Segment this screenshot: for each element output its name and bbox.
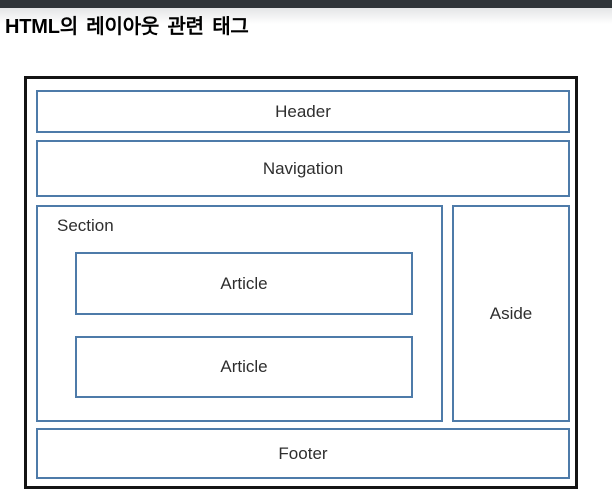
- footer-box-label: Footer: [278, 443, 328, 463]
- layout-diagram-frame: Header Navigation Section Article Articl…: [24, 76, 578, 489]
- section-box-label: Section: [57, 216, 114, 235]
- navigation-box: Navigation: [36, 140, 570, 197]
- aside-box: Aside: [452, 205, 570, 422]
- footer-box: Footer: [36, 428, 570, 479]
- section-box: Section Article Article: [36, 205, 443, 422]
- article-box-1: Article: [75, 252, 413, 315]
- article-box-2-label: Article: [220, 357, 268, 376]
- aside-box-label: Aside: [489, 303, 533, 323]
- page-title: HTML의 레이아웃 관련 태그: [5, 16, 249, 38]
- header-box-label: Header: [275, 101, 331, 121]
- article-box-1-label: Article: [220, 273, 268, 293]
- header-box: Header: [36, 90, 570, 133]
- article-box-2: Article: [75, 336, 413, 398]
- slide-top-bar: [0, 0, 612, 8]
- navigation-box-label: Navigation: [262, 158, 344, 178]
- slide-top-bar-fade: [0, 8, 612, 24]
